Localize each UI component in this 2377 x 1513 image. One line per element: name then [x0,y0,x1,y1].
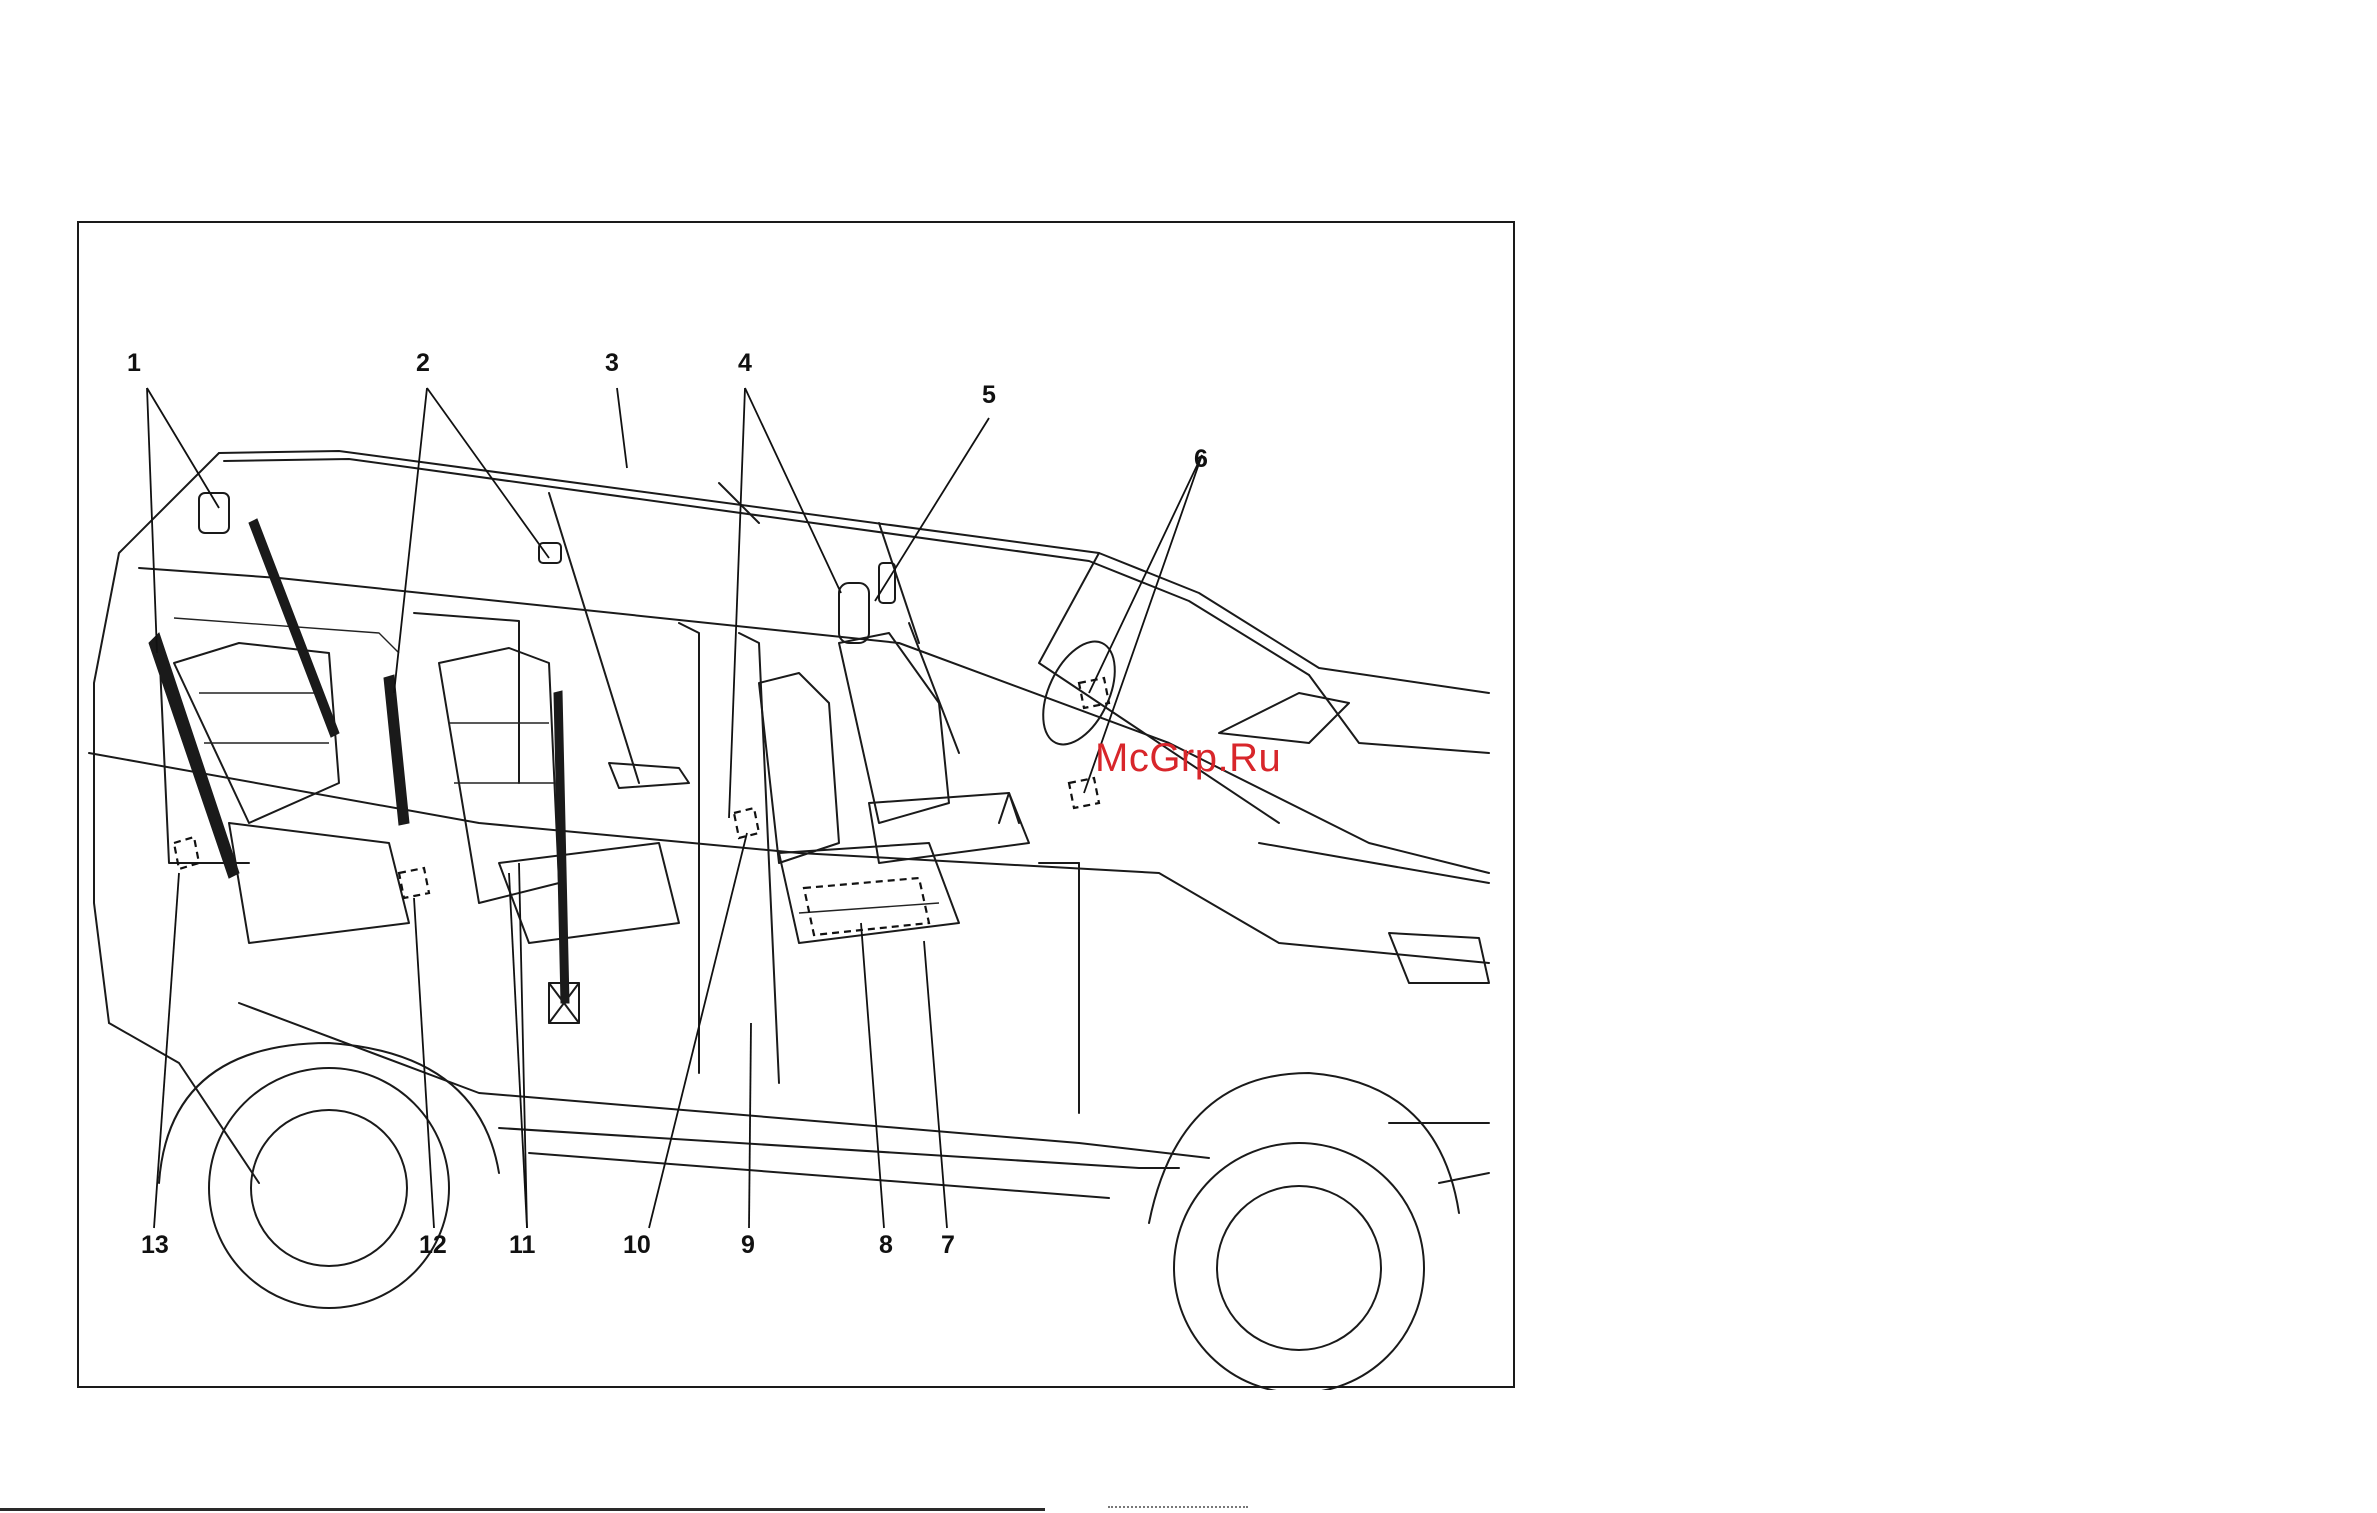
callout-9: 9 [741,1233,755,1258]
callout-1: 1 [127,351,141,376]
front-wheel [1149,1073,1459,1390]
callout-2: 2 [416,351,430,376]
bottom-rule [0,1508,1045,1511]
vehicle-interior-illustration [79,223,1517,1390]
callout-8: 8 [879,1233,893,1258]
third-row-seat [159,493,409,943]
seat-belts [149,519,579,1023]
front-seats [759,563,1129,943]
callout-10: 10 [623,1233,651,1258]
callout-12: 12 [419,1233,447,1258]
callout-7: 7 [941,1233,955,1258]
callout-13: 13 [141,1233,169,1258]
rear-wheel [159,1043,499,1308]
watermark-text: McGrp.Ru [1095,736,1281,781]
callout-3: 3 [605,351,619,376]
component-markers [174,678,1109,935]
callout-4: 4 [738,351,752,376]
leader-lines [147,388,1202,1228]
vehicle-body [89,451,1489,1198]
diagram-frame: 1 2 3 4 5 6 7 8 9 10 11 12 13 [77,221,1515,1388]
callout-11: 11 [509,1233,535,1258]
bottom-fragment [1108,1506,1248,1512]
callout-5: 5 [982,383,996,408]
callout-6: 6 [1194,447,1208,472]
